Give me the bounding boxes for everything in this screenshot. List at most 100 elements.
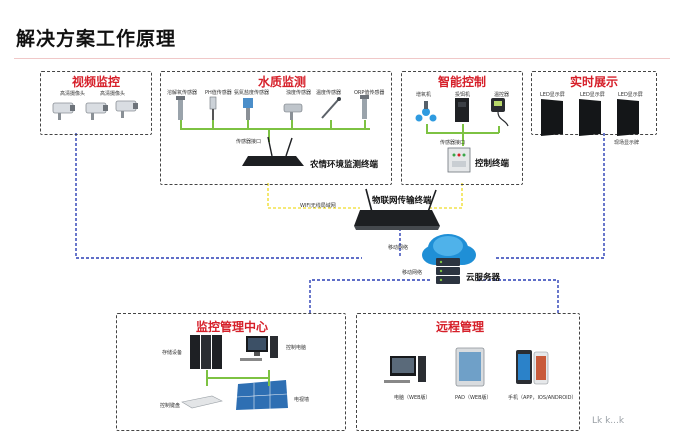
screen-label-3: LED显示屏: [618, 92, 643, 98]
device-label-1: 增氧机: [416, 92, 432, 98]
water-sensor-bus: [180, 128, 370, 130]
mobile-label-gateway: 移动网络: [388, 245, 409, 251]
water-bus-drop-3: [247, 120, 249, 129]
water-bus-drop-1: [180, 120, 182, 129]
tablet-icon: [455, 347, 485, 387]
control-terminal-label: 控制终端: [475, 159, 510, 169]
mobile-link-center: [309, 279, 430, 313]
center-title: 监控管理中心: [196, 320, 269, 334]
water-bus-trunk: [268, 128, 270, 142]
server-icon: [436, 258, 460, 284]
control-bus-label: 传感器接口: [440, 140, 466, 146]
desktop-icon: [384, 356, 426, 383]
sensor-label-1: 溶解氧传感器: [167, 90, 198, 96]
video-title: 视频监控: [72, 75, 121, 89]
led-screen-icon-3: [617, 99, 639, 136]
led-screen-icon-1: [541, 99, 563, 136]
tv-wall-icon: [236, 380, 288, 410]
orp-sensor-icon: [360, 95, 369, 119]
display-title: 实时展示: [570, 75, 619, 89]
water-bus-drop-2: [212, 120, 214, 129]
mobile-link-remote: [478, 279, 559, 313]
aerator-icon: [415, 101, 437, 122]
water-bus-drop-6: [364, 120, 366, 129]
video-box: [40, 71, 152, 135]
watermark: Lk k...k: [592, 416, 625, 426]
thermostat-icon: [491, 98, 509, 127]
center-bus-left: [206, 370, 208, 386]
camera-icon-1: [52, 102, 75, 120]
remote-device-label-2: PAD（WEB版）: [455, 395, 492, 401]
device-label-3: 温控器: [494, 92, 510, 98]
led-screen-icon-2: [579, 99, 601, 136]
camera-label-2: 高清摄像头: [100, 91, 126, 97]
sensor-label-5: 温度传感器: [316, 90, 342, 96]
control-bus-drop-2: [462, 124, 464, 133]
mobile-link-video: [75, 133, 362, 259]
storage-label: 存储设备: [162, 350, 183, 356]
device-label-2: 投饵机: [455, 92, 471, 98]
sensor-label-6: ORP值传感器: [354, 90, 385, 96]
gateway-label: 物联网传输终端: [372, 196, 432, 206]
screen-label-2: LED显示屏: [580, 92, 605, 98]
control-title: 智能控制: [438, 75, 487, 89]
wifi-link-left: [267, 183, 360, 209]
do-sensor-icon: [176, 96, 185, 120]
water-bus-drop-5: [330, 120, 332, 129]
feeder-icon: [455, 98, 469, 122]
wifi-link-right: [430, 183, 463, 209]
water-terminal-label: 农情环境监测终端: [310, 160, 379, 170]
water-box: [160, 71, 392, 185]
tv-wall-label: 电视墙: [294, 397, 310, 403]
camera-label-1: 高清摄像头: [60, 91, 86, 97]
control-box: [401, 71, 523, 185]
remote-device-label-3: 手机（APP，IOS/ANDROID）: [508, 395, 577, 401]
water-title: 水质监测: [258, 75, 307, 89]
remote-title: 远程管理: [436, 320, 485, 334]
remote-device-label-1: 电脑（WEB版）: [394, 395, 431, 401]
mobile-label-server: 移动网络: [402, 270, 423, 276]
water-bus-drop-4: [291, 120, 293, 129]
center-bus: [206, 377, 270, 379]
sensor-label-2: PH值传感器: [205, 90, 232, 96]
phone-icon: [516, 350, 549, 385]
server-label: 云服务器: [466, 273, 501, 283]
title-divider: [14, 58, 670, 59]
wifi-label: WIFI无线局域网: [300, 203, 336, 209]
camera-icon-3: [115, 100, 138, 118]
display-caption: 现场显示牌: [614, 140, 640, 146]
sensor-label-3: 氨氮盐度传感器: [234, 90, 270, 96]
control-bus-trunk: [462, 132, 464, 146]
control-bus-drop-3: [498, 126, 500, 133]
ammonia-sensor-icon: [243, 98, 253, 120]
remote-box: [356, 313, 580, 431]
center-bus-right: [268, 370, 270, 386]
ph-sensor-icon: [209, 96, 217, 121]
sensor-label-4: 浊度传感器: [286, 90, 312, 96]
page-title: 解决方案工作原理: [16, 28, 177, 50]
temperature-sensor-icon: [321, 97, 341, 119]
control-pc-icon: [240, 336, 278, 361]
storage-rack-icon: [190, 335, 222, 369]
camera-icon-2: [85, 102, 108, 120]
mobile-link-display: [494, 133, 605, 259]
control-bus-drop-1: [426, 124, 428, 133]
keyboard-label: 控制键盘: [160, 403, 181, 409]
pc-label: 控制电脑: [286, 345, 307, 351]
keyboard-icon: [181, 395, 223, 409]
center-box: [116, 313, 346, 431]
screen-label-1: LED显示屏: [540, 92, 565, 98]
turbidity-sensor-icon: [283, 103, 303, 120]
water-bus-label: 传感器接口: [236, 139, 262, 145]
